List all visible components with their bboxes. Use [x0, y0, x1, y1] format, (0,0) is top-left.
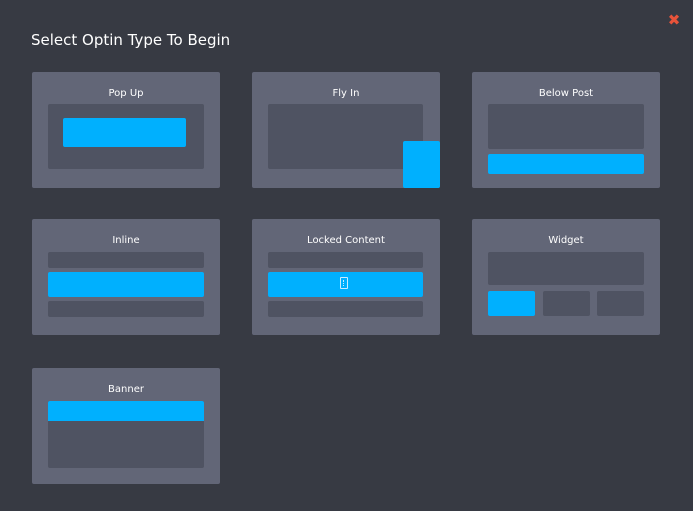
optin-card-fly-in[interactable]: Fly In	[252, 72, 440, 188]
optin-card-pop-up[interactable]: Pop Up	[32, 72, 220, 188]
locked-preview-box	[268, 272, 423, 297]
locked-preview-bottom	[268, 301, 423, 317]
belowpost-preview-bar	[488, 154, 644, 174]
flyin-preview-box	[403, 141, 440, 188]
card-label: Below Post	[538, 88, 594, 99]
inline-preview-top	[48, 252, 204, 268]
widget-preview-box	[488, 291, 535, 316]
modal-title: Select Optin Type To Begin	[31, 31, 231, 49]
belowpost-preview-content	[488, 104, 644, 149]
optin-card-banner[interactable]: Banner	[32, 368, 220, 484]
banner-preview-bar	[48, 401, 204, 421]
card-label: Widget	[548, 235, 584, 246]
close-icon[interactable]: ✖	[667, 11, 681, 29]
widget-preview-slot	[543, 291, 590, 316]
card-label: Locked Content	[307, 235, 385, 246]
optin-card-inline[interactable]: Inline	[32, 219, 220, 335]
card-label: Banner	[108, 384, 144, 395]
card-label: Inline	[112, 235, 140, 246]
widget-preview-content	[488, 252, 644, 285]
flyin-preview-page	[268, 104, 423, 169]
optin-card-locked-content[interactable]: Locked Content	[252, 219, 440, 335]
locked-preview-top	[268, 252, 423, 268]
optin-card-widget[interactable]: Widget	[472, 219, 660, 335]
optin-card-below-post[interactable]: Below Post	[472, 72, 660, 188]
lock-icon	[340, 277, 348, 289]
widget-preview-slot	[597, 291, 644, 316]
inline-preview-box	[48, 272, 204, 297]
inline-preview-bottom	[48, 301, 204, 317]
popup-preview-box	[63, 118, 186, 147]
card-label: Fly In	[332, 88, 360, 99]
card-label: Pop Up	[108, 88, 144, 99]
